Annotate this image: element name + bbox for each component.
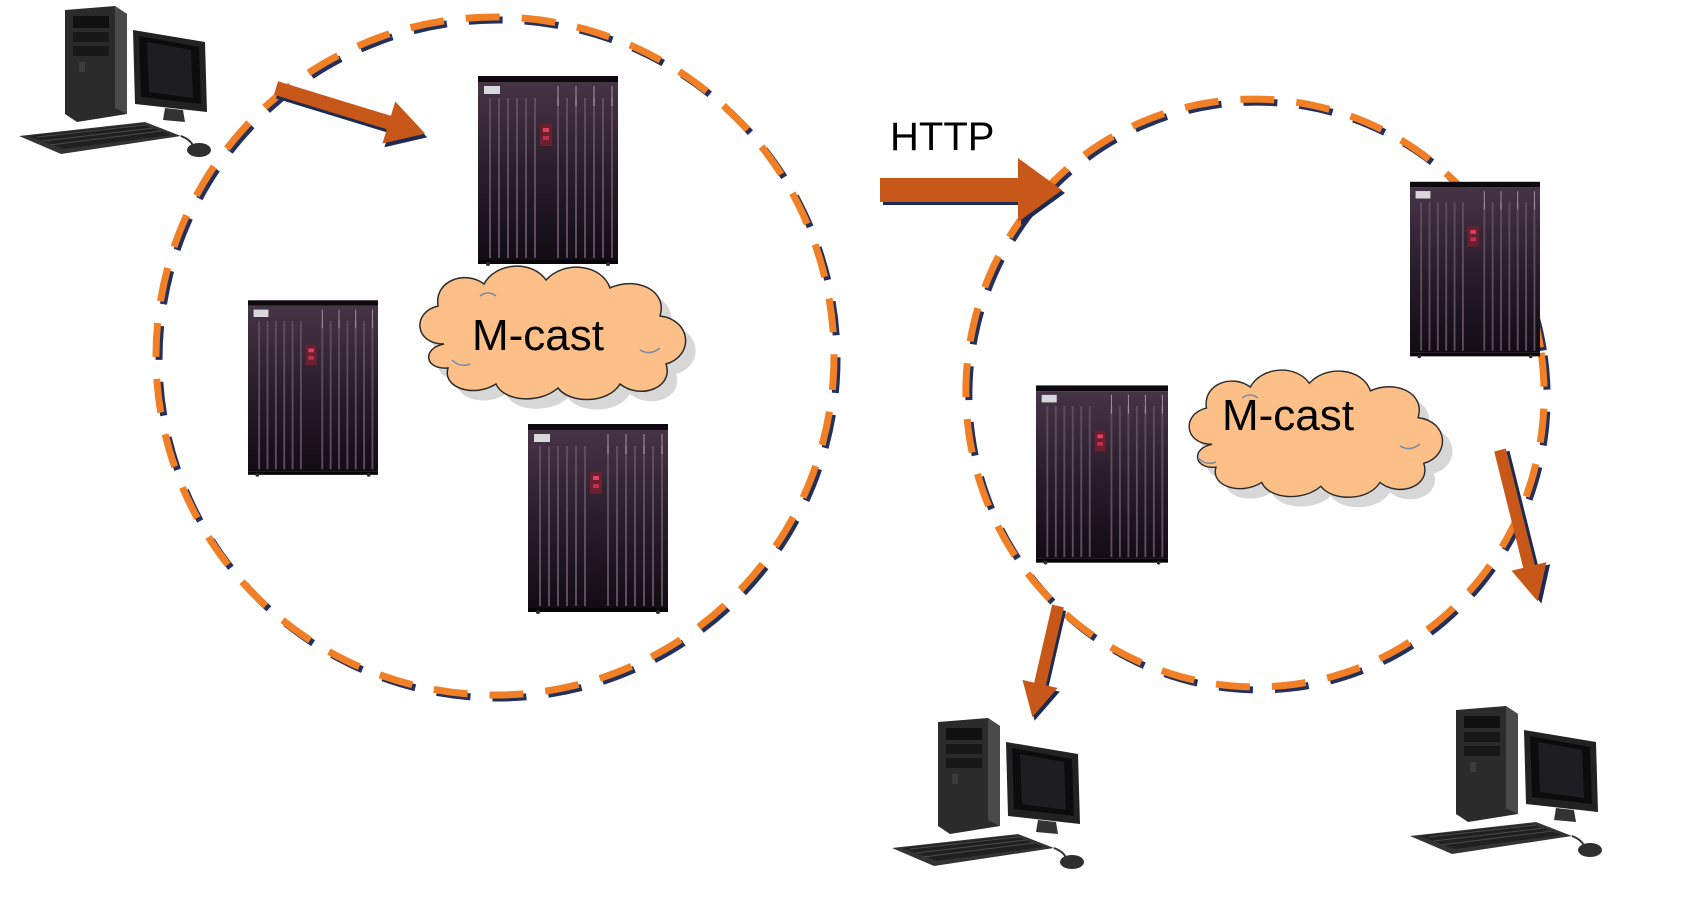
- cloud-icon: [419, 265, 696, 410]
- arrow-icon: [273, 81, 428, 148]
- protocol-label: HTTP: [890, 115, 994, 159]
- cloud-label-right: M-cast: [1222, 391, 1354, 440]
- group-boundary-right: [962, 95, 1548, 691]
- desktop-computer-icon: [891, 717, 1085, 870]
- cloud-icon: [1188, 369, 1453, 508]
- server-rack-icon: [1410, 180, 1540, 360]
- server-rack-icon: [478, 76, 618, 266]
- server-rack-icon: [1036, 384, 1168, 566]
- desktop-computer-icon: [1409, 705, 1603, 858]
- desktop-computer-icon: [17, 4, 213, 159]
- server-rack-icon: [248, 299, 378, 478]
- arrow-icon: [1022, 604, 1067, 721]
- arrow-icon: [1494, 448, 1551, 604]
- group-boundary-left: [152, 13, 838, 699]
- arrow-icon: [880, 158, 1065, 225]
- cloud-label-left: M-cast: [472, 311, 604, 360]
- server-rack-icon: [528, 424, 668, 614]
